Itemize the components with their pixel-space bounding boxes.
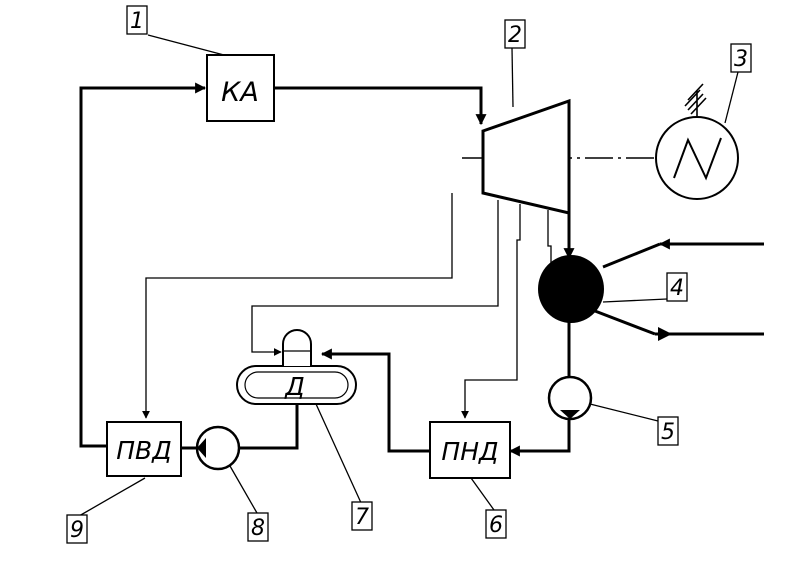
extraction-to-deaerator bbox=[251, 200, 499, 356]
extraction-to-pvd bbox=[142, 193, 453, 419]
hp-heater-label: ПВД bbox=[116, 436, 171, 465]
callout-8: 8 bbox=[251, 516, 265, 541]
callout-2: 2 bbox=[508, 23, 522, 48]
callout-box-9 bbox=[66, 514, 88, 544]
extraction-to-pnd bbox=[461, 204, 521, 419]
callout-9: 9 bbox=[70, 518, 84, 543]
callout-4: 4 bbox=[670, 276, 684, 301]
callout-box-8 bbox=[247, 512, 269, 542]
turbine bbox=[481, 98, 571, 215]
line-pump-to-pnd bbox=[508, 418, 571, 457]
extraction-lines bbox=[142, 193, 552, 419]
boiler-box bbox=[206, 54, 275, 122]
lp-heater-box bbox=[429, 421, 511, 479]
line-pvd-to-ka bbox=[79, 82, 207, 448]
callout-box-4 bbox=[666, 272, 688, 302]
callout-3: 3 bbox=[734, 47, 748, 72]
callout-box-5 bbox=[657, 416, 679, 446]
hp-heater-box bbox=[106, 421, 182, 477]
extraction-to-condenser bbox=[547, 210, 552, 266]
generator bbox=[655, 83, 739, 200]
generator-ground bbox=[684, 83, 707, 117]
line-deaerator-to-pump8 bbox=[239, 402, 299, 450]
deaerator: Д bbox=[236, 329, 357, 405]
generator-zigzag bbox=[673, 137, 722, 181]
line-ka-to-turbine bbox=[274, 86, 487, 126]
deaerator-label: Д bbox=[284, 372, 305, 401]
callout-7: 7 bbox=[355, 505, 369, 530]
line-pnd-to-deaerator bbox=[320, 348, 430, 453]
condensate-pump bbox=[547, 375, 593, 421]
callout-box-3 bbox=[730, 43, 752, 73]
callout-6: 6 bbox=[489, 513, 503, 538]
callout-box-7 bbox=[351, 501, 373, 531]
callout-box-6 bbox=[485, 509, 507, 539]
callouts bbox=[66, 5, 752, 544]
callout-5: 5 bbox=[661, 420, 675, 445]
leader-lines bbox=[78, 34, 739, 517]
boiler-label: КА bbox=[221, 77, 259, 108]
deaerator-column bbox=[282, 329, 312, 366]
feed-pump bbox=[195, 425, 241, 471]
cooling-out-arrow bbox=[658, 327, 672, 341]
lp-heater-label: ПНД bbox=[441, 437, 498, 466]
callout-1: 1 bbox=[130, 9, 144, 34]
callout-box-1 bbox=[126, 5, 148, 35]
condenser bbox=[538, 255, 604, 323]
line-cooling-in-diag bbox=[602, 242, 661, 269]
line-cooling-out-diag bbox=[594, 309, 656, 336]
callout-box-2 bbox=[504, 19, 526, 49]
